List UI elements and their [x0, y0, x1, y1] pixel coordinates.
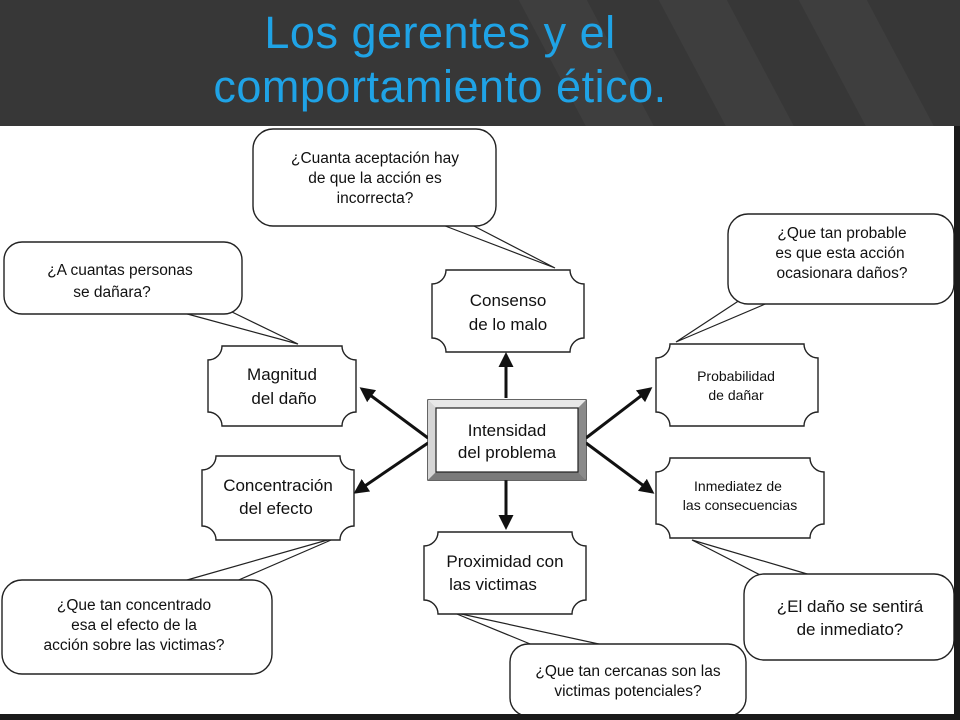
- node-inmediatez-line-1: Inmediatez de: [694, 478, 782, 494]
- node-concentracion-line-2: del efecto: [239, 499, 313, 518]
- node-concentracion: [201, 455, 355, 541]
- node-consenso-line-2: de lo malo: [469, 315, 547, 334]
- node-magnitud: [207, 345, 357, 427]
- slide-right-edge: [954, 126, 960, 720]
- slide-title-line-1: Los gerentes y el: [264, 7, 616, 58]
- nodes: [201, 269, 825, 615]
- callout-tail-probabilidad: [675, 299, 771, 343]
- callout-concentracion: [1, 579, 273, 675]
- callout-magnitud-line-1: ¿A cuantas personas: [47, 262, 193, 279]
- callout-tail-inmediatez: [691, 539, 815, 581]
- callout-tail-consenso: [439, 223, 556, 269]
- center-label-line-2: del problema: [458, 443, 557, 462]
- callout-tail-magnitud: [179, 311, 299, 345]
- node-probabilidad: [655, 343, 819, 427]
- node-probabilidad-line-2: de dañar: [708, 387, 764, 403]
- callout-tail-proximidad: [451, 611, 609, 649]
- arrow-to-concentracion: [353, 441, 429, 494]
- callout-magnitud: [3, 241, 243, 315]
- callout-magnitud-line-2: se dañara?: [73, 284, 151, 301]
- node-consenso-line-1: Consenso: [470, 291, 547, 310]
- node-proximidad-line-2: las victimas: [449, 575, 537, 594]
- callout-proximidad-line-1: ¿Que tan cercanas son las: [535, 663, 720, 680]
- center-box: [427, 399, 587, 481]
- callout-consenso-line-2: de que la acción es: [308, 170, 442, 187]
- node-proximidad: [423, 531, 587, 615]
- callout-proximidad: [509, 643, 747, 717]
- slide-title-line-2: comportamiento ético.: [213, 61, 667, 112]
- node-magnitud-line-1: Magnitud: [247, 365, 317, 384]
- node-concentracion-line-1: Concentración: [223, 476, 333, 495]
- node-probabilidad-line-1: Probabilidad: [697, 368, 775, 384]
- callout-tails: [179, 223, 815, 649]
- arrow-to-probabilidad: [585, 387, 653, 440]
- callout-probabilidad-line-3: ocasionara daños?: [777, 265, 908, 282]
- callout-inmediatez: [743, 573, 955, 661]
- callouts: [1, 128, 955, 717]
- node-inmediatez: [655, 457, 825, 539]
- center-label-line-1: Intensidad: [468, 421, 546, 440]
- slide-header: Los gerentes y el comportamiento ético.: [0, 0, 960, 126]
- node-proximidad-line-1: Proximidad con: [446, 552, 563, 571]
- callout-concentracion-line-3: acción sobre las victimas?: [44, 637, 225, 654]
- callout-tail-concentracion: [179, 536, 339, 583]
- callout-consenso-line-3: incorrecta?: [337, 190, 414, 207]
- callout-probabilidad-line-1: ¿Que tan probable: [777, 225, 906, 242]
- callout-inmediatez-line-1: ¿El daño se sentirá: [777, 597, 924, 616]
- node-consenso: [431, 269, 585, 353]
- callout-concentracion-line-2: esa el efecto de la: [71, 617, 197, 634]
- slide-title: Los gerentes y el comportamiento ético.: [0, 6, 880, 114]
- arrow-to-magnitud: [359, 387, 429, 440]
- callout-proximidad-line-2: victimas potenciales?: [554, 683, 702, 700]
- callout-probabilidad-line-2: es que esta acción: [775, 245, 904, 262]
- callout-consenso: [252, 128, 497, 227]
- arrows: [353, 352, 655, 530]
- node-inmediatez-line-2: las consecuencias: [683, 497, 797, 513]
- callout-inmediatez-line-2: de inmediato?: [797, 620, 904, 639]
- callout-consenso-line-1: ¿Cuanta aceptación hay: [291, 150, 459, 167]
- ethics-intensity-diagram: Intensidad del problema Consenso de lo m…: [1, 128, 955, 717]
- arrow-to-inmediatez: [585, 441, 655, 494]
- slide-bottom-edge: [0, 714, 960, 720]
- node-magnitud-line-2: del daño: [251, 389, 316, 408]
- callout-concentracion-line-1: ¿Que tan concentrado: [57, 597, 211, 614]
